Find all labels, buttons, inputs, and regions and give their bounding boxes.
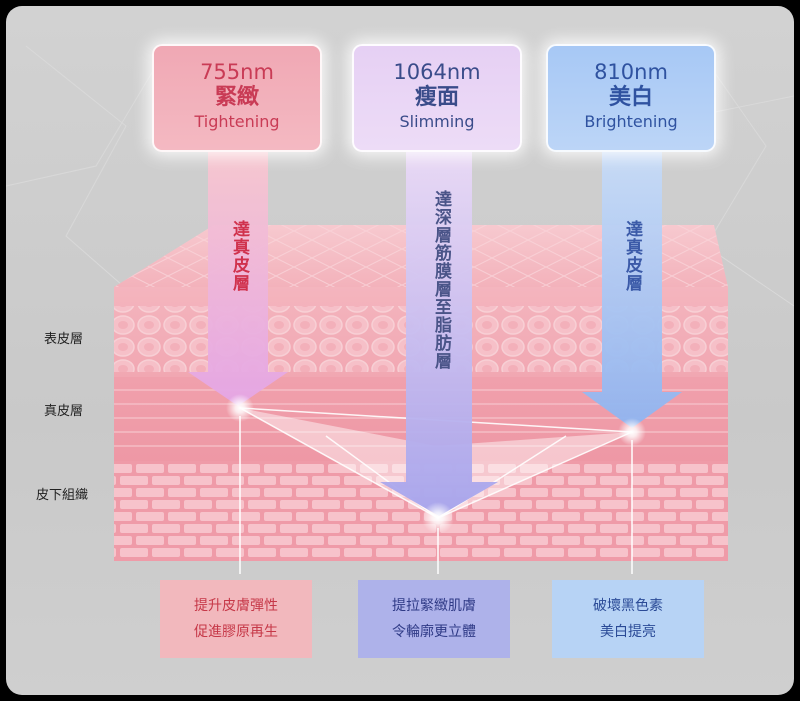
card-wavelength: 755nm [200,60,274,84]
benefit-box-brightening: 破壞黑色素 美白提亮 [552,580,704,658]
benefit-line: 美白提亮 [600,624,656,640]
benefit-line: 破壞黑色素 [593,598,663,614]
benefit-line: 提拉緊緻肌膚 [392,598,476,614]
glow-point-subcutaneous [422,502,454,534]
benefit-line: 促進膠原再生 [194,624,278,640]
glow-point-dermis-left [226,394,254,422]
arrow-755nm [188,152,288,406]
glow-point-dermis-right [618,418,646,446]
connector-lines [239,416,633,574]
card-title-zh: 美白 [608,85,653,110]
benefit-box-slimming: 提拉緊緻肌膚 令輪廓更立體 [358,580,510,658]
arrow-label-1064nm: 達深層筋膜層至脂肪層 [431,190,451,370]
benefit-line: 提升皮膚彈性 [194,598,278,614]
arrow-810nm [582,152,682,428]
card-810nm: 810nm 美白 Brightening [546,44,716,152]
label-subcutaneous: 皮下組織 [36,488,89,503]
arrow-label-755nm: 達真皮層 [229,220,249,292]
infographic-panel: 755nm 緊緻 Tightening 1064nm 瘦面 Slimming 8… [6,6,794,695]
card-title-en: Tightening [194,112,280,131]
arrow-label-810nm: 達真皮層 [622,220,642,292]
benefit-line: 令輪廓更立體 [392,624,476,640]
skin-diagram [6,45,794,574]
card-title-zh: 瘦面 [414,85,459,110]
arrow-1064nm [380,152,498,516]
card-title-en: Slimming [399,112,475,131]
card-755nm: 755nm 緊緻 Tightening [152,44,322,152]
card-wavelength: 1064nm [393,60,481,84]
label-dermis: 真皮層 [44,404,84,419]
benefit-box-tightening: 提升皮膚彈性 促進膠原再生 [160,580,312,658]
card-1064nm: 1064nm 瘦面 Slimming [352,44,522,152]
card-title-en: Brightening [584,112,678,131]
label-epidermis: 表皮層 [44,332,84,347]
card-title-zh: 緊緻 [214,85,259,110]
card-wavelength: 810nm [594,60,668,84]
